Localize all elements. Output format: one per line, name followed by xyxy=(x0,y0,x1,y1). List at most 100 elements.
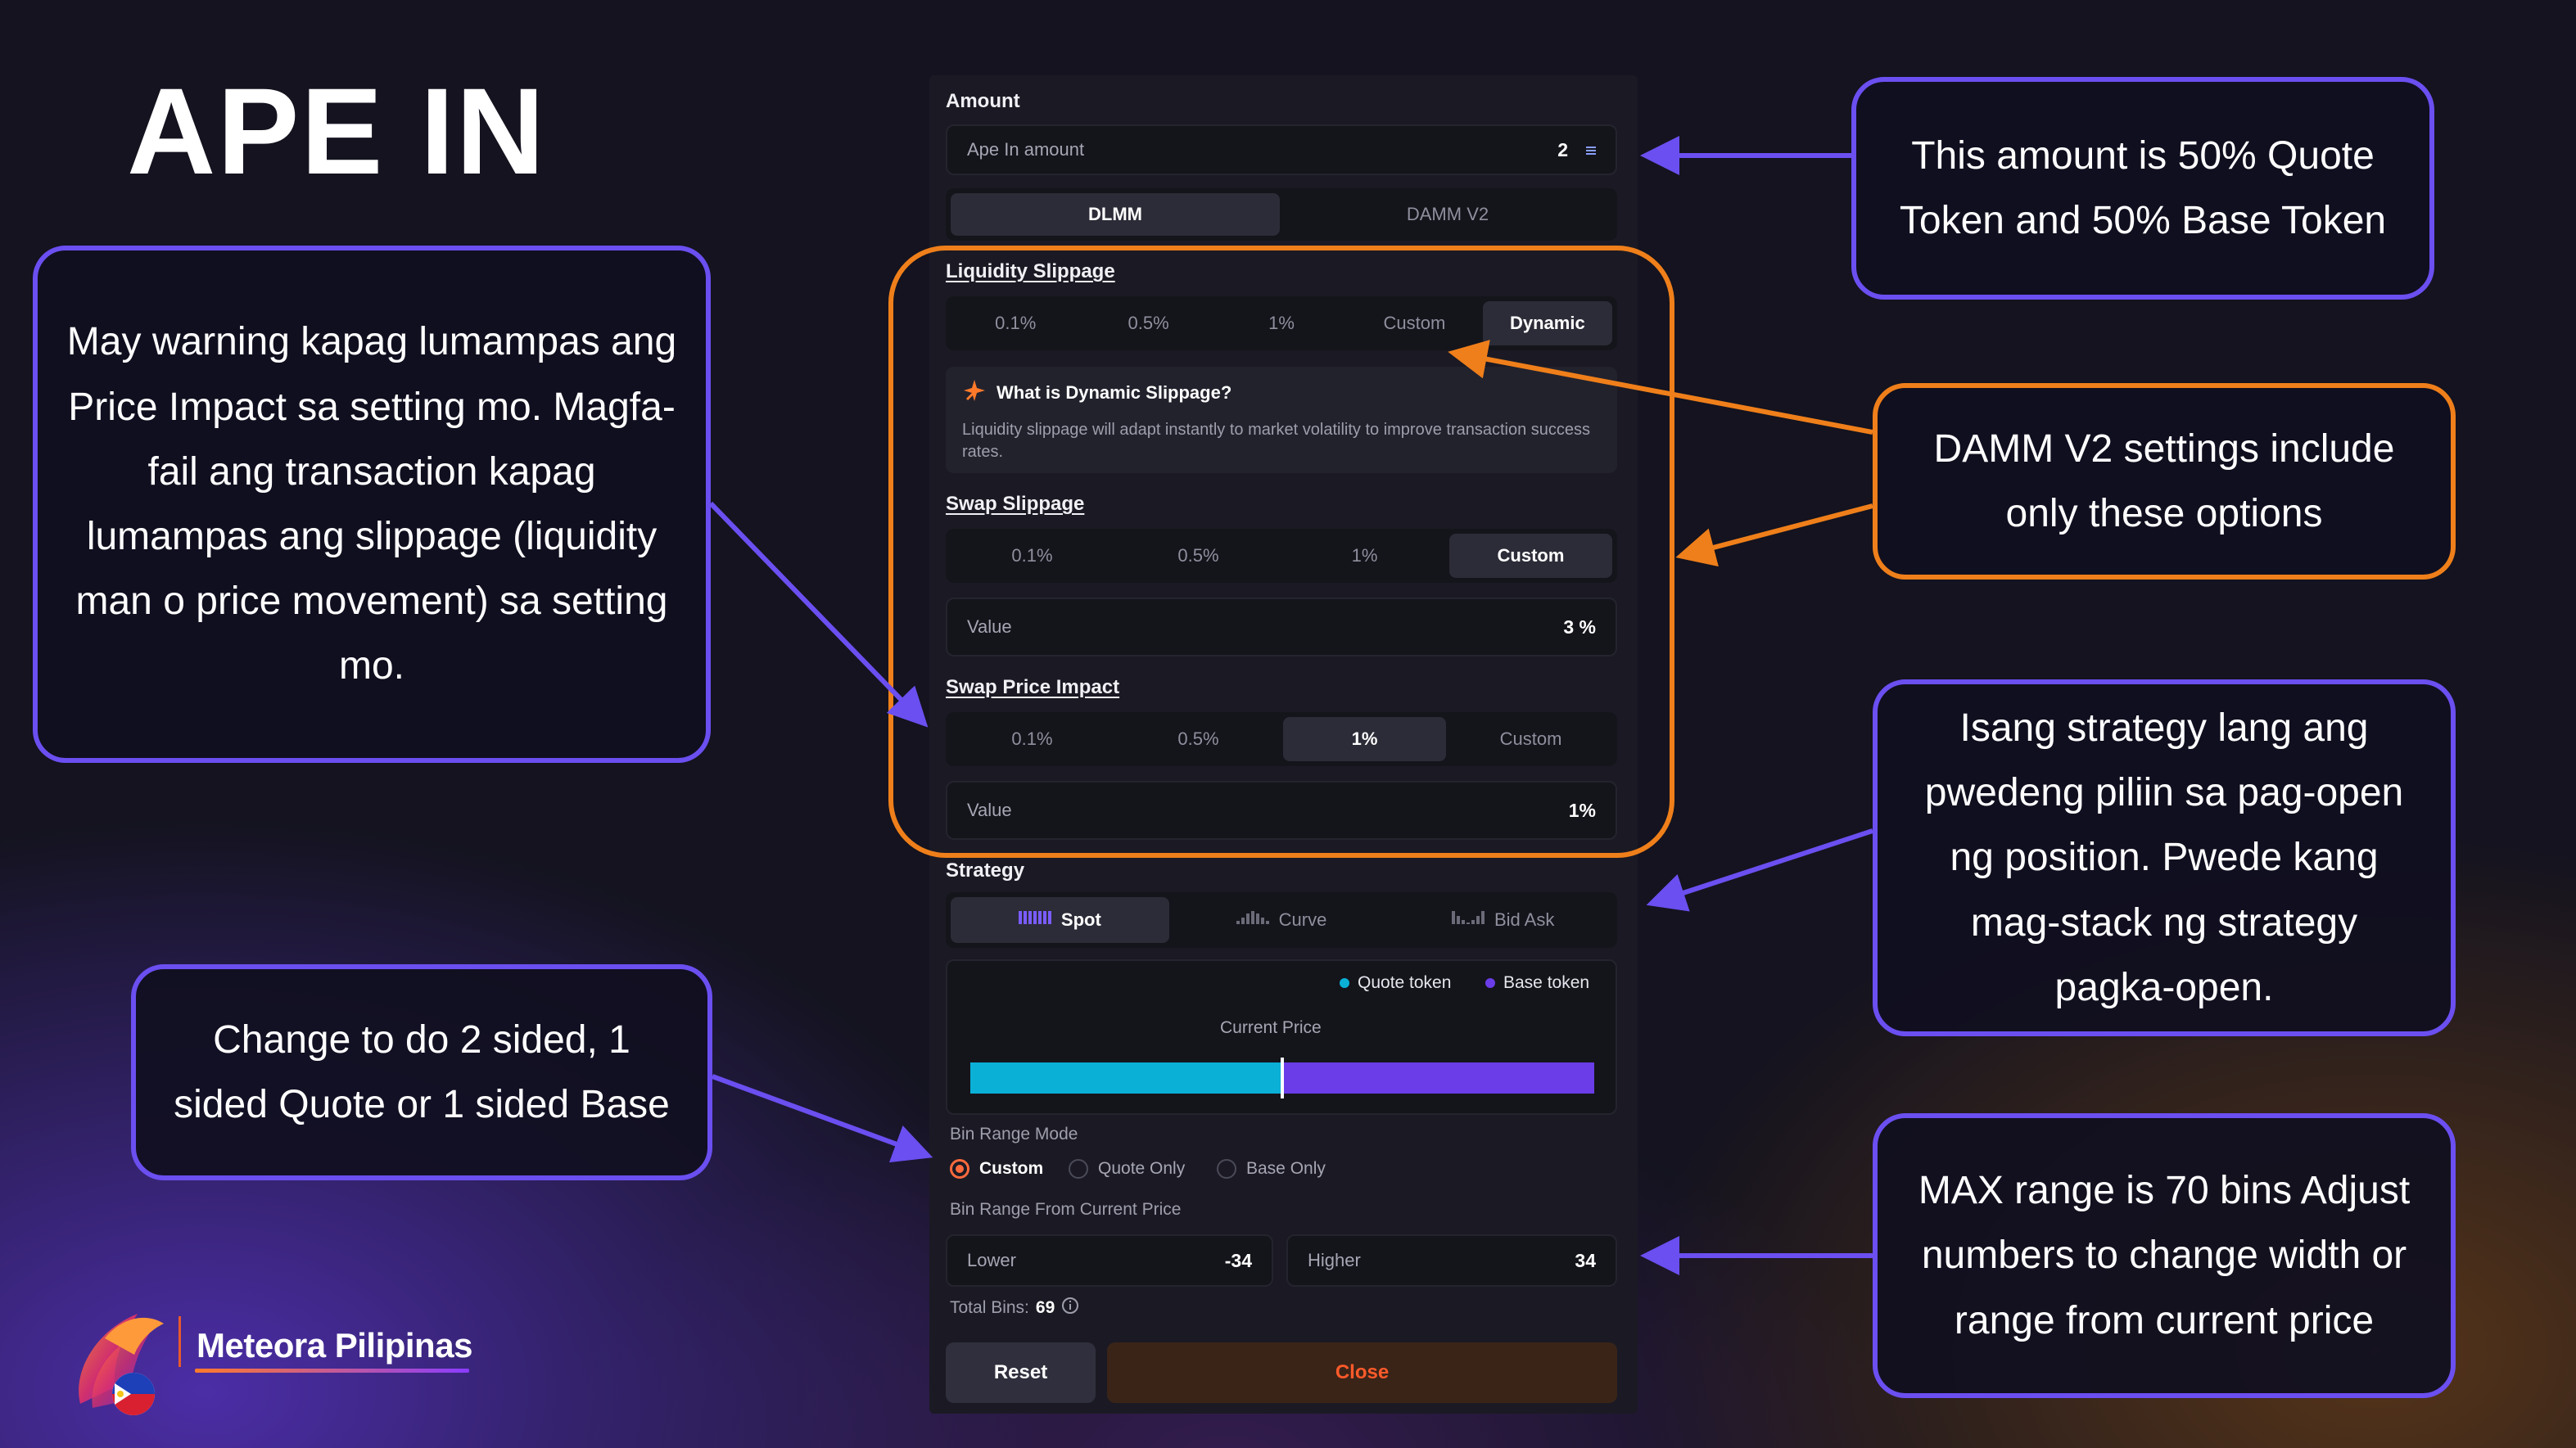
arrow-change-sides xyxy=(711,1074,933,1163)
callout-text: This amount is 50% Quote Token and 50% B… xyxy=(1899,133,2387,242)
bin-mode-quote-only-label: Quote Only xyxy=(1098,1159,1186,1178)
swap-slippage-custom[interactable]: Custom xyxy=(1449,534,1612,578)
bin-range-higher-value: 34 xyxy=(1575,1249,1596,1271)
swap-price-impact-options: 0.1% 0.5% 1% Custom xyxy=(946,712,1617,766)
current-price-label: Current Price xyxy=(1220,1018,1322,1037)
page-title: APE IN xyxy=(127,62,547,200)
callout-max-range: MAX range is 70 bins Adjust numbers to c… xyxy=(1873,1113,2456,1398)
reset-button[interactable]: Reset xyxy=(946,1342,1096,1403)
legend-quote-label: Quote token xyxy=(1358,973,1452,992)
radio-empty-icon xyxy=(1069,1159,1088,1179)
liquidity-slippage-options: 0.1% 0.5% 1% Custom Dynamic xyxy=(946,296,1617,350)
swap-slippage-label: Swap Slippage xyxy=(946,493,1085,515)
legend-base-label: Base token xyxy=(1503,973,1590,992)
strategy-bid-ask-label: Bid Ask xyxy=(1494,909,1555,930)
current-price-marker xyxy=(1281,1058,1284,1098)
swap-price-impact-0.5[interactable]: 0.5% xyxy=(1177,729,1219,749)
strategy-bid-ask[interactable]: Bid Ask xyxy=(1394,897,1612,943)
bin-mode-base-only-label: Base Only xyxy=(1246,1159,1326,1178)
ape-in-amount-input[interactable]: Ape In amount 2 xyxy=(946,124,1617,175)
legend-base-token: Base token xyxy=(1485,973,1589,993)
curve-icon xyxy=(1236,909,1271,931)
tab-damm-v2[interactable]: DAMM V2 xyxy=(1406,204,1489,224)
callout-amount-split: This amount is 50% Quote Token and 50% B… xyxy=(1851,77,2434,300)
callout-change-sides: Change to do 2 sided, 1 sided Quote or 1… xyxy=(131,964,712,1180)
bin-mode-custom-radio[interactable]: Custom xyxy=(950,1159,1043,1179)
swap-price-impact-1[interactable]: 1% xyxy=(1283,717,1446,761)
meteora-pilipinas-logo xyxy=(79,1314,164,1415)
quote-token-dot xyxy=(1340,978,1349,988)
brand-name: Meteora Pilipinas xyxy=(197,1326,472,1365)
swap-slippage-0.1[interactable]: 0.1% xyxy=(1011,545,1053,566)
bin-range-higher-label: Higher xyxy=(1308,1250,1361,1270)
arrow-damm-border xyxy=(1675,503,1873,567)
callout-price-impact-warning: May warning kapag lumampas ang Price Imp… xyxy=(33,246,711,763)
swap-slippage-0.5[interactable]: 0.5% xyxy=(1177,545,1219,566)
callout-strategy: Isang strategy lang ang pwedeng piliin s… xyxy=(1873,679,2456,1036)
callout-text: MAX range is 70 bins Adjust numbers to c… xyxy=(1918,1169,2411,1342)
brand-underline xyxy=(195,1369,469,1373)
callout-text: Change to do 2 sided, 1 sided Quote or 1… xyxy=(174,1017,670,1126)
bin-range-label: Bin Range From Current Price xyxy=(950,1200,1182,1219)
tab-dlmm[interactable]: DLMM xyxy=(951,193,1280,236)
swap-price-impact-value-label: Value xyxy=(967,800,1012,820)
liquidity-slippage-label: Liquidity Slippage xyxy=(946,260,1115,282)
swap-slippage-value-label: Value xyxy=(967,616,1012,637)
ape-in-amount-value: 2 xyxy=(1557,138,1568,160)
dynamic-slippage-info-text: Liquidity slippage will adapt instantly … xyxy=(962,421,1591,461)
swap-price-impact-custom[interactable]: Custom xyxy=(1499,729,1562,749)
pool-type-tabs: DLMM DAMM V2 xyxy=(946,188,1617,241)
strategy-spot[interactable]: Spot xyxy=(951,897,1169,943)
arrow-damm-dynamic xyxy=(1448,340,1873,435)
arrow-strategy xyxy=(1646,828,1873,912)
bin-mode-base-only-radio[interactable]: Base Only xyxy=(1217,1159,1326,1179)
swap-slippage-value-input[interactable]: Value 3 % xyxy=(946,598,1617,656)
legend-quote-token: Quote token xyxy=(1340,973,1451,993)
liquidity-slippage-0.1[interactable]: 0.1% xyxy=(995,313,1037,333)
arrow-price-impact xyxy=(708,501,929,728)
swap-slippage-1[interactable]: 1% xyxy=(1351,545,1378,566)
radio-selected-icon xyxy=(950,1159,969,1179)
base-token-dot xyxy=(1485,978,1495,988)
bin-mode-quote-only-radio[interactable]: Quote Only xyxy=(1069,1159,1185,1179)
base-token-segment xyxy=(1282,1062,1594,1094)
swap-price-impact-value-input[interactable]: Value 1% xyxy=(946,781,1617,840)
spot-icon xyxy=(1018,909,1053,931)
callout-text: DAMM V2 settings include only these opti… xyxy=(1933,426,2395,535)
close-button[interactable]: Close xyxy=(1107,1342,1617,1403)
strategy-spot-label: Spot xyxy=(1060,909,1101,930)
bin-mode-custom-label: Custom xyxy=(979,1159,1044,1178)
bin-range-lower-input[interactable]: Lower -34 xyxy=(946,1234,1273,1287)
liquidity-slippage-custom[interactable]: Custom xyxy=(1383,313,1446,333)
bin-range-lower-value: -34 xyxy=(1224,1249,1252,1271)
amount-label: Amount xyxy=(946,90,1020,112)
strategy-curve-label: Curve xyxy=(1278,909,1327,930)
total-bins-value: 69 xyxy=(1035,1298,1055,1317)
bid-ask-icon xyxy=(1451,909,1486,931)
liquidity-slippage-1[interactable]: 1% xyxy=(1268,313,1295,333)
swap-slippage-value: 3 % xyxy=(1563,616,1596,638)
swap-price-impact-label: Swap Price Impact xyxy=(946,676,1120,698)
strategy-curve[interactable]: Curve xyxy=(1173,897,1391,943)
ape-in-amount-placeholder: Ape In amount xyxy=(967,139,1085,160)
dynamic-slippage-info-title: What is Dynamic Slippage? xyxy=(997,382,1232,403)
radio-empty-icon xyxy=(1217,1159,1236,1179)
bin-range-higher-input[interactable]: Higher 34 xyxy=(1286,1234,1617,1287)
swap-price-impact-0.1[interactable]: 0.1% xyxy=(1011,729,1053,749)
liquidity-slippage-0.5[interactable]: 0.5% xyxy=(1128,313,1169,333)
distribution-bar xyxy=(970,1058,1594,1098)
total-bins-label: Total Bins: xyxy=(950,1298,1029,1317)
swap-slippage-options: 0.1% 0.5% 1% Custom xyxy=(946,529,1617,583)
brand-separator xyxy=(179,1316,181,1367)
liquidity-slippage-dynamic[interactable]: Dynamic xyxy=(1482,301,1613,345)
strategy-options: Spot Curve Bid Ask xyxy=(946,892,1617,948)
sparkle-icon xyxy=(962,378,987,408)
bin-range-mode-label: Bin Range Mode xyxy=(950,1125,1078,1144)
swap-price-impact-value: 1% xyxy=(1568,799,1596,821)
callout-text: May warning kapag lumampas ang Price Imp… xyxy=(66,320,677,688)
dynamic-slippage-info: What is Dynamic Slippage? Liquidity slip… xyxy=(946,367,1617,473)
info-icon[interactable] xyxy=(1061,1297,1079,1319)
quote-token-segment xyxy=(970,1062,1282,1094)
list-icon[interactable] xyxy=(1586,139,1596,160)
